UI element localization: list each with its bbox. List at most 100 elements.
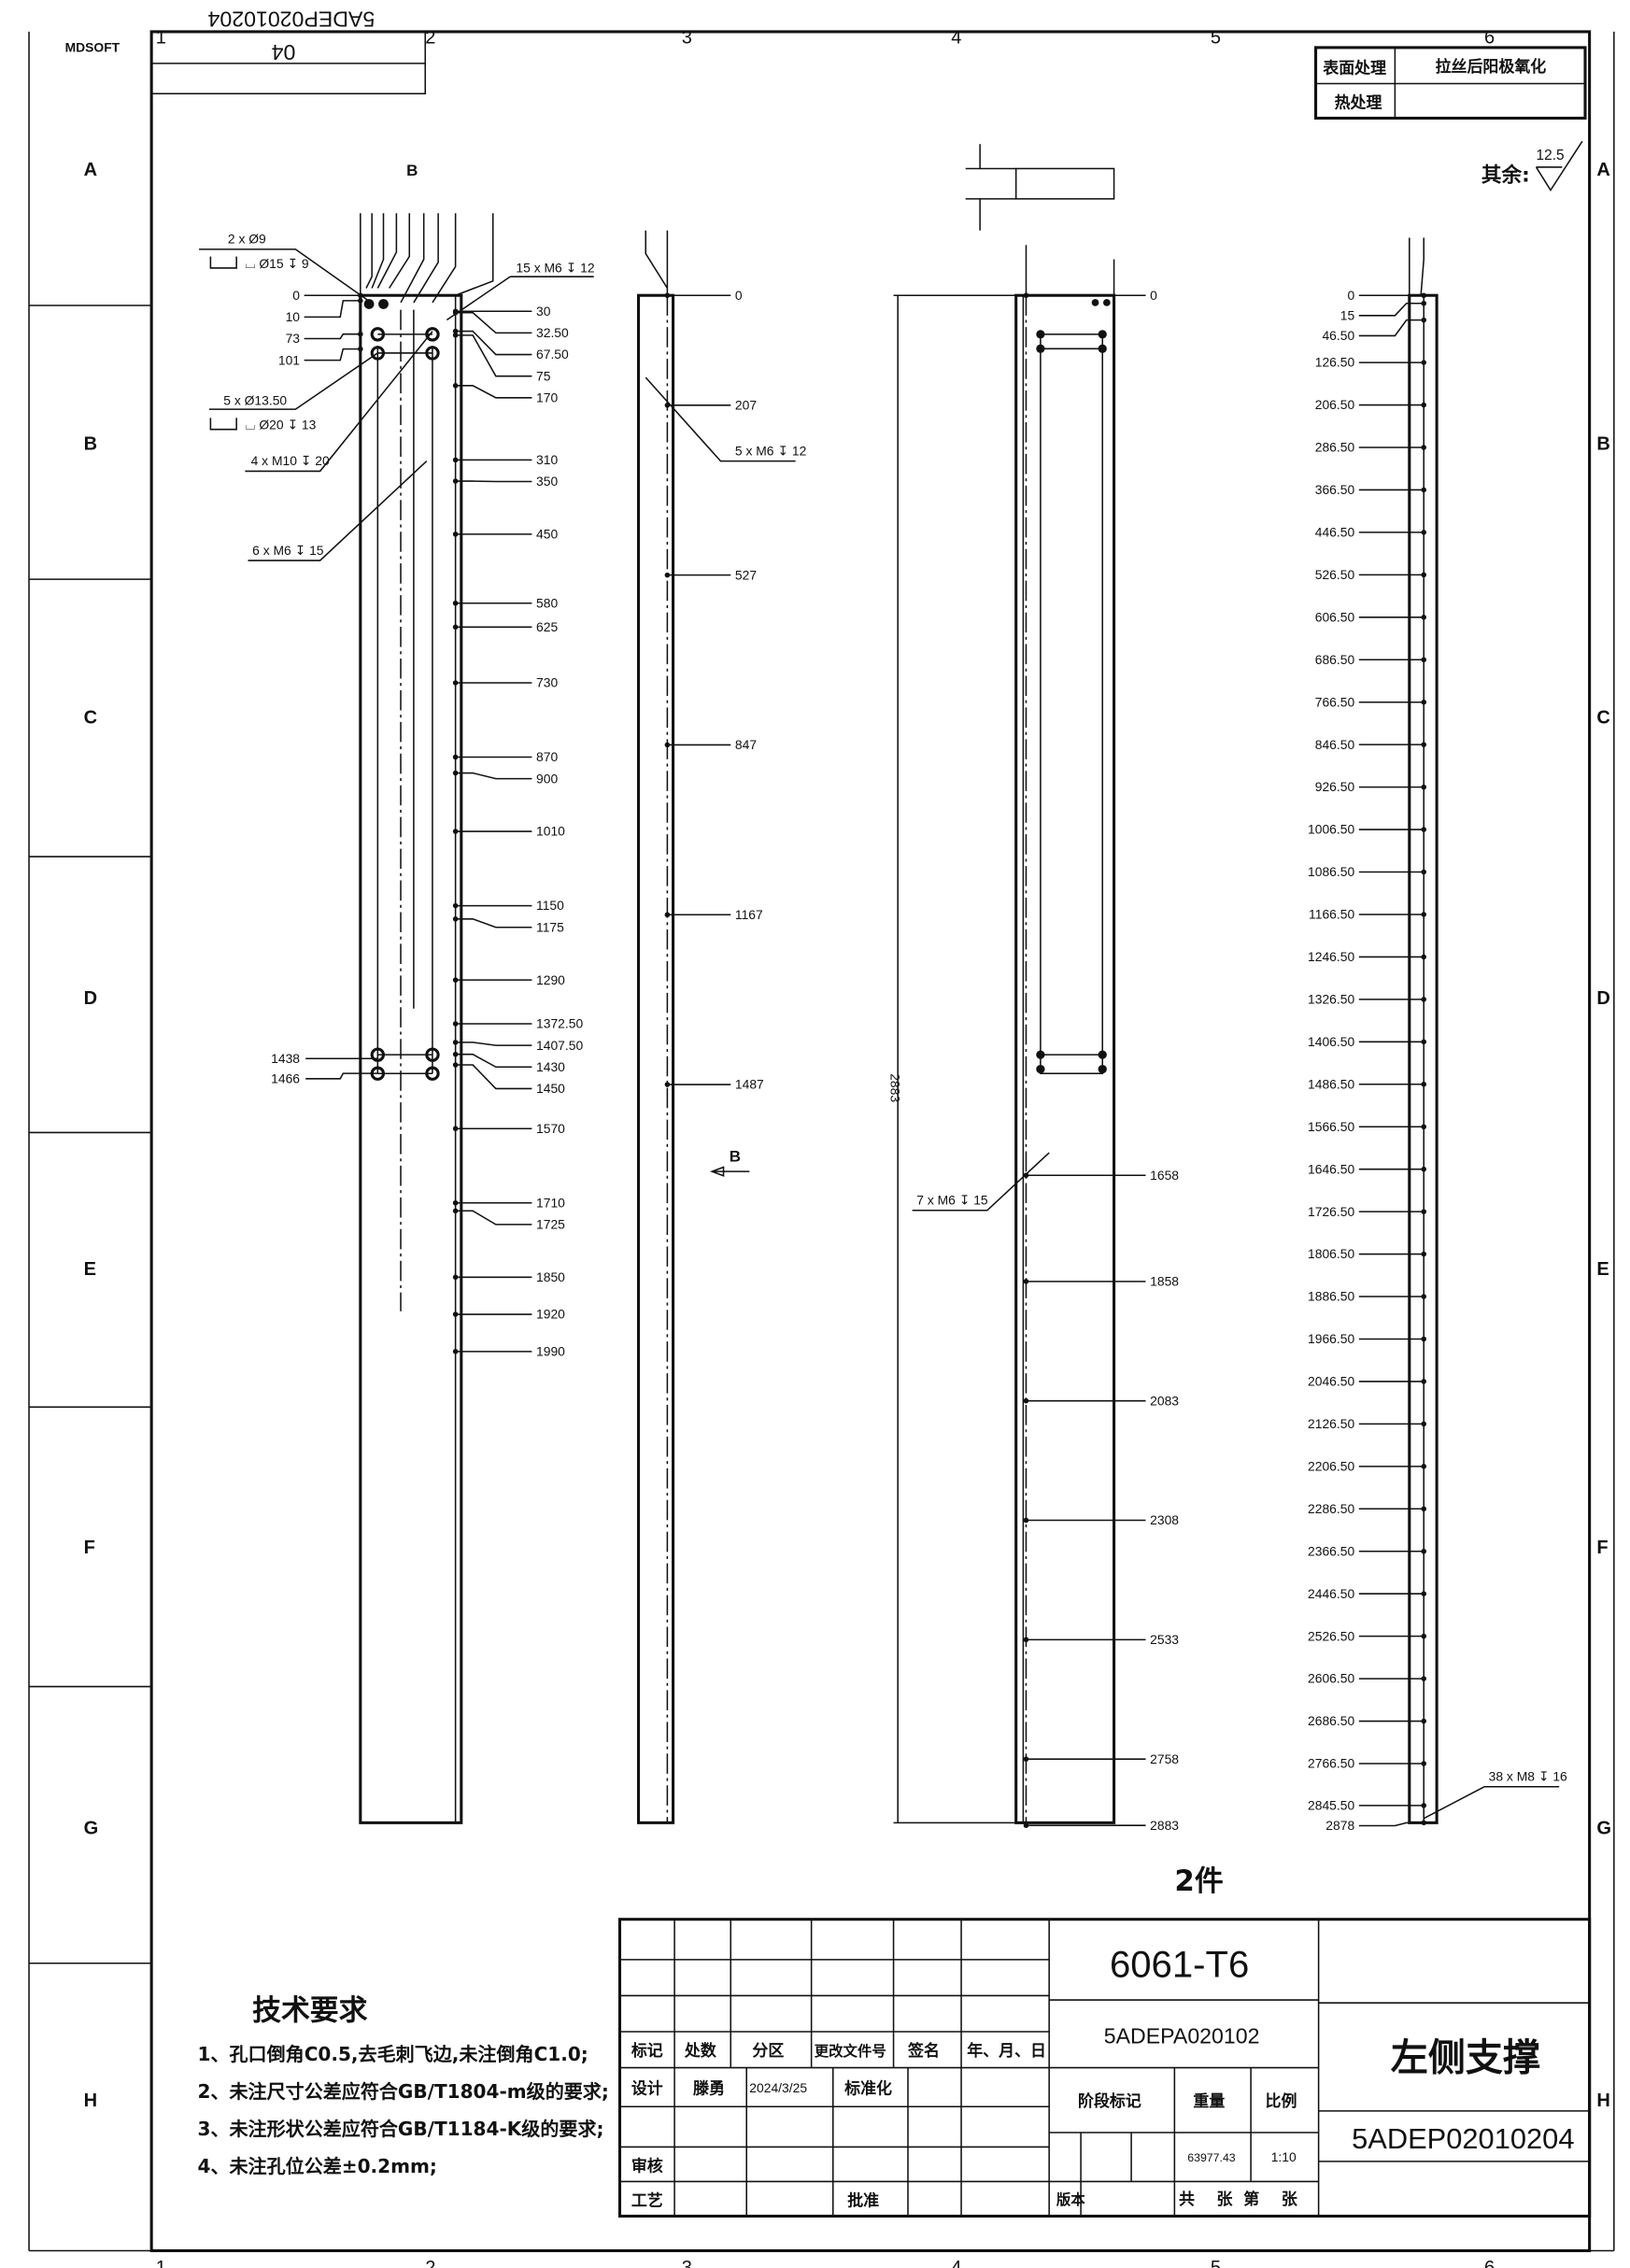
view-label-b: B: [406, 162, 418, 179]
dimension-label: 10: [286, 309, 301, 324]
technical-requirements: 技术要求 1、孔口倒角C0.5,去毛刺飞边,未注倒角C1.0; 2、未注尺寸公差…: [198, 1994, 609, 2178]
dimension-label: 625: [536, 619, 558, 634]
hole-marker: [452, 1062, 459, 1068]
hole-marker: [1421, 1633, 1427, 1639]
hole-marker: [1023, 1172, 1029, 1178]
dimension-label: 286.50: [1315, 440, 1355, 455]
dimension-label: 1010: [536, 824, 565, 839]
dimension-label: 0: [292, 288, 300, 303]
dimension-label: 2366.50: [1308, 1543, 1354, 1558]
dimension-label: 32.50: [536, 325, 569, 340]
zone-row-label: F: [84, 1538, 95, 1558]
dimension-label: 1326.50: [1308, 991, 1354, 1006]
hole-marker: [1421, 784, 1427, 790]
roughness-value: 12.5: [1537, 148, 1565, 163]
dimension-label: 350: [536, 474, 558, 489]
hole-marker: [358, 298, 363, 304]
zone-column-label: 1: [156, 27, 166, 48]
tech-requirement-item: 2、未注尺寸公差应符合GB/T1804-m级的要求;: [198, 2080, 609, 2103]
dimension-label: 766.50: [1315, 694, 1355, 709]
hole-marker: [452, 1274, 459, 1281]
hole-marker: [452, 680, 459, 686]
dimension-label: 450: [536, 527, 558, 542]
dimension-label: 526.50: [1315, 567, 1355, 582]
dimension-label: 75: [536, 368, 551, 383]
scale-value: 1:10: [1271, 2149, 1297, 2164]
title-block: 标记 处数 分区 更改文件号 签名 年、月、日 设计 滕勇 2024/3/25 …: [617, 1918, 1592, 2218]
roughness-label: 其余:: [1481, 163, 1530, 187]
hole-marker: [452, 624, 459, 631]
hole-marker: [452, 1311, 459, 1317]
hole-marker: [1421, 317, 1427, 323]
process-label: 工艺: [631, 2191, 663, 2210]
surface-treatment-value: 拉丝后阳极氧化: [1436, 57, 1547, 76]
hole-marker: [358, 292, 363, 299]
callout-m6-depth-12-top: 15 x M6 ↧ 12: [516, 261, 594, 276]
dimension-label: 1246.50: [1308, 949, 1354, 964]
callout-counterbore-9-depth: ⌴ Ø15 ↧ 9: [245, 256, 309, 271]
zone-column-label: 2: [425, 27, 435, 48]
dimension-label: 1086.50: [1308, 864, 1354, 879]
zone-column-label: 5: [1211, 2258, 1221, 2268]
zone-row-label: E: [1596, 1259, 1609, 1280]
dimension-label: 2126.50: [1308, 1416, 1354, 1431]
dimension-label: 0: [735, 288, 743, 303]
hole-marker: [1421, 1591, 1427, 1596]
view-b-face: B 2 x Ø9 ⌴ Ø15 ↧ 9 15 x M6 ↧ 12 5 x Ø13.…: [199, 162, 595, 1824]
hole-marker: [452, 1126, 459, 1131]
hole-marker: [1421, 615, 1427, 620]
hole-marker: [1023, 1279, 1029, 1284]
dimension-label: 846.50: [1315, 737, 1355, 752]
callout-counterbore-13-5-depth: ⌴ Ø20 ↧ 13: [245, 418, 316, 432]
zone-row-label: B: [1596, 433, 1609, 454]
hole-marker: [1421, 572, 1427, 578]
hole-marker: [1421, 402, 1427, 408]
section-arrow-b: B: [710, 1147, 750, 1177]
dimension-label: 310: [536, 452, 558, 467]
hole-marker: [1421, 300, 1427, 306]
dimension-label: 1658: [1150, 1168, 1179, 1183]
dimension-leader: [455, 1210, 532, 1226]
zone-column-label: 6: [1484, 2258, 1495, 2268]
overall-length-dimension: 2883: [887, 1073, 902, 1102]
hole-marker: [1023, 1637, 1029, 1643]
zone-row-label: A: [1596, 160, 1609, 180]
dimension-leader: [455, 1042, 532, 1046]
hole-marker: [1421, 1081, 1427, 1087]
dimension-leader: [455, 385, 532, 399]
hole-marker: [452, 1021, 459, 1027]
dimension-label: 686.50: [1315, 652, 1355, 667]
dimension-label: 606.50: [1315, 609, 1355, 624]
hole-marker: [452, 457, 459, 463]
version-label: 版本: [1056, 2190, 1085, 2208]
zone-column-label: 4: [951, 27, 961, 48]
dimension-label: 870: [536, 749, 558, 764]
hole-marker: [452, 600, 459, 606]
hole-marker: [452, 309, 459, 316]
hole-marker: [1421, 1336, 1427, 1342]
hole-marker: [452, 1199, 459, 1206]
dimension-label: 2758: [1150, 1751, 1179, 1766]
watermark-logo: MDSOFT: [65, 40, 120, 55]
dimension-label: 2308: [1150, 1512, 1179, 1527]
dimension-label: 1487: [735, 1077, 764, 1092]
mirrored-sheet-number: 04: [272, 40, 296, 64]
heat-treatment-label: 热处理: [1335, 93, 1382, 112]
zone-row-label: B: [84, 433, 97, 454]
rev-header-count: 处数: [684, 2041, 717, 2060]
hole-marker: [1421, 530, 1427, 535]
drawing-number: 5ADEP02010204: [1352, 2122, 1574, 2155]
dimension-label: 1710: [536, 1195, 565, 1210]
hole-marker: [1421, 1761, 1427, 1766]
zone-column-label: 3: [682, 2258, 692, 2268]
dimension-label: 1486.50: [1308, 1076, 1354, 1091]
zone-row-label: A: [84, 160, 97, 180]
dimension-label: 2766.50: [1308, 1756, 1354, 1771]
scale-label: 比例: [1266, 2091, 1297, 2110]
dimension-label: 366.50: [1315, 482, 1355, 497]
dimension-label: 2286.50: [1308, 1501, 1354, 1516]
hole-marker: [1421, 1294, 1427, 1299]
mirrored-drawing-code: 5ADEP02010204: [207, 7, 375, 31]
rev-header-date: 年、月、日: [967, 2041, 1046, 2060]
dimension-label: 1406.50: [1308, 1034, 1354, 1049]
